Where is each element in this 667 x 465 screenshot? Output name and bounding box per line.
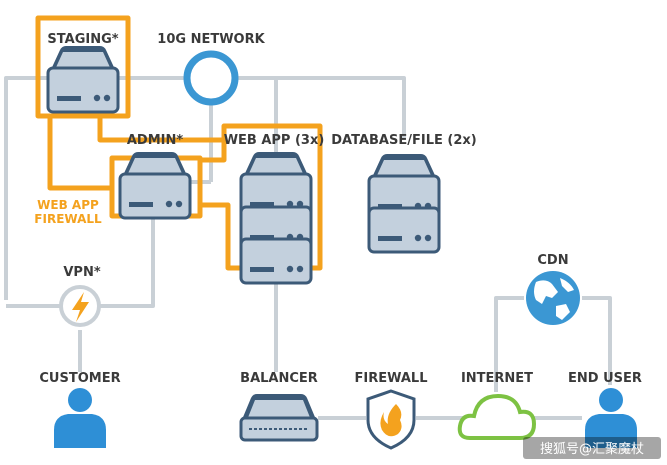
- staging-label: STAGING*: [47, 32, 118, 47]
- web-app-server-stack-icon: [239, 152, 313, 285]
- watermark-background: [523, 437, 661, 459]
- end-user-label: END USER: [568, 371, 642, 386]
- cloud-icon: [457, 393, 537, 440]
- waf-label-line2: FIREWALL: [34, 212, 102, 226]
- network-hub-icon: [183, 50, 239, 106]
- admin-label: ADMIN*: [127, 133, 184, 148]
- database-server-stack-icon: [367, 154, 441, 254]
- network-label: 10G NETWORK: [157, 32, 265, 47]
- staging-server-icon: [46, 46, 120, 114]
- database-label: DATABASE/FILE (2x): [331, 133, 476, 148]
- balancer-label: BALANCER: [240, 371, 318, 386]
- internet-label: INTERNET: [461, 371, 533, 386]
- end-user-icon: [585, 388, 637, 448]
- globe-icon: [526, 271, 580, 325]
- cdn-label: CDN: [537, 253, 568, 268]
- web-app-label: WEB APP (3x): [224, 133, 325, 148]
- customer-label: CUSTOMER: [39, 371, 120, 386]
- vpn-bolt-icon: [59, 285, 101, 327]
- firewall-label: FIREWALL: [355, 371, 428, 386]
- load-balancer-icon: [239, 394, 319, 442]
- firewall-shield-icon: [366, 389, 416, 450]
- vpn-label: VPN*: [63, 265, 100, 280]
- waf-label-line1: WEB APP: [37, 198, 99, 212]
- customer-user-icon: [54, 388, 106, 448]
- watermark-text: 搜狐号@汇聚魔杖: [540, 442, 644, 457]
- admin-server-icon: [118, 152, 192, 220]
